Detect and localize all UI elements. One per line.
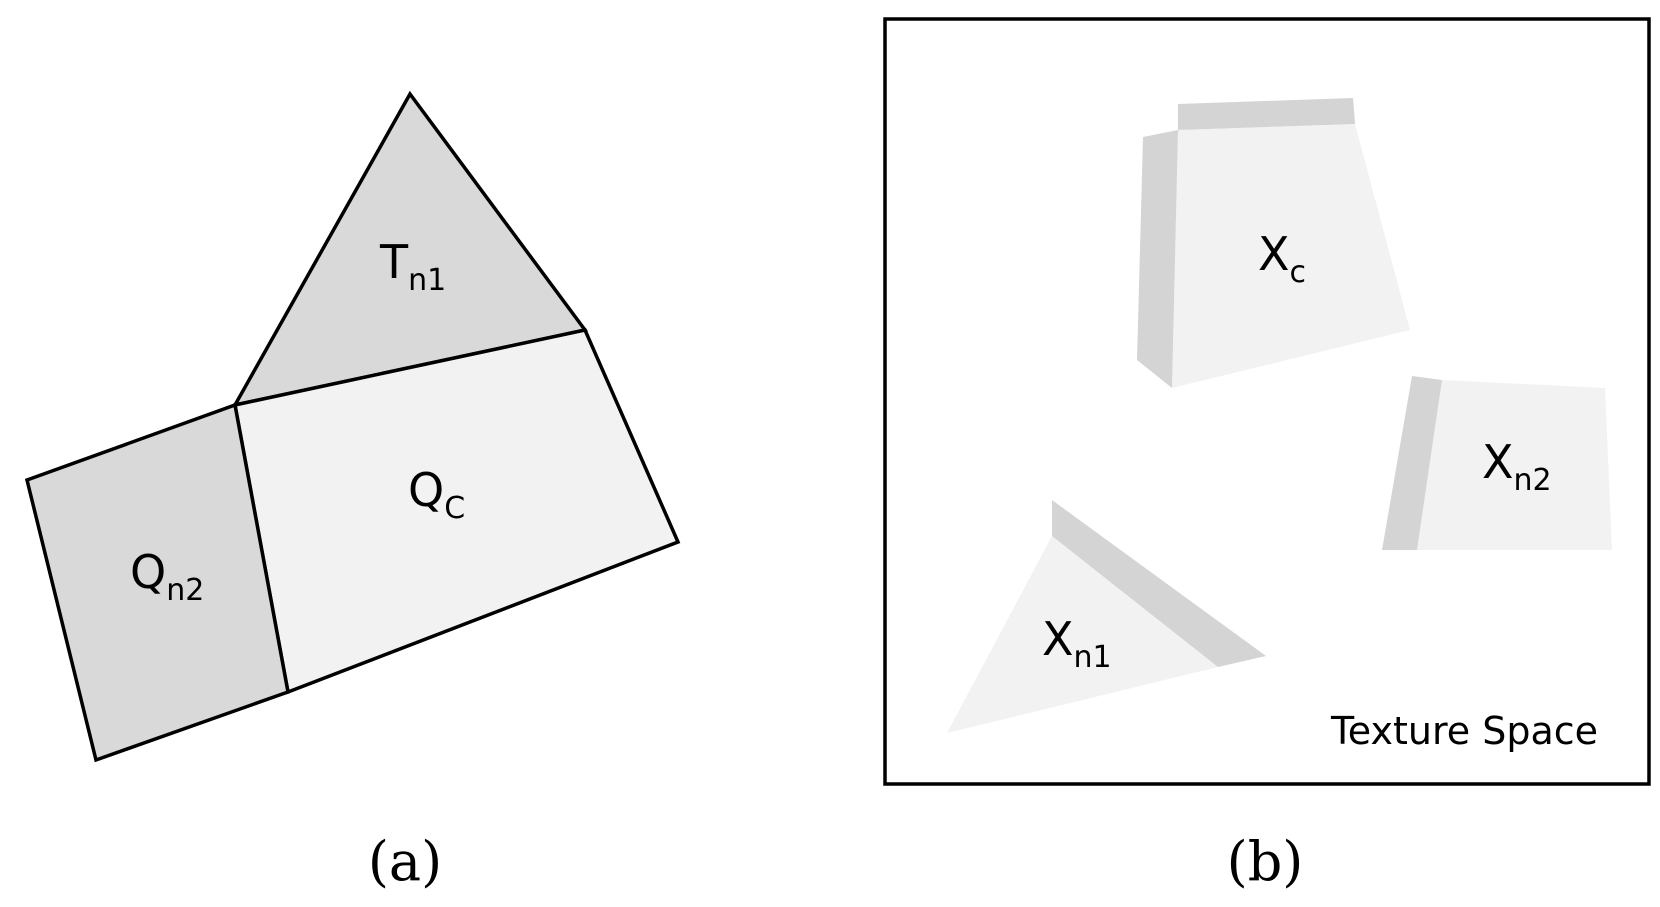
quad-qn2: [24, 402, 290, 763]
label-tn1-main: T: [379, 235, 409, 289]
patch-xn1: [947, 536, 1218, 733]
panel-a: Tn1 QC Qn2 (a): [24, 90, 681, 893]
patch-xc-top-border: [1178, 98, 1355, 130]
patch-xn2: [1417, 380, 1612, 550]
label-tn1-sub: n1: [408, 263, 446, 298]
patch-xc: [1172, 124, 1410, 388]
label-xc-sub: c: [1290, 255, 1307, 290]
patch-xn1-border: [1052, 500, 1266, 667]
caption-b: (b): [1227, 830, 1304, 893]
label-xn1: Xn1: [1042, 612, 1112, 675]
label-qn2: Qn2: [130, 545, 204, 608]
label-qc: QC: [408, 463, 465, 526]
label-tn1: Tn1: [379, 235, 446, 298]
label-xn1-main: X: [1042, 612, 1074, 666]
patch-xn2-left-border: [1382, 376, 1442, 550]
caption-a: (a): [368, 830, 442, 893]
label-qc-sub: C: [444, 491, 465, 526]
label-xn2: Xn2: [1482, 435, 1552, 498]
label-qc-main: Q: [408, 463, 444, 517]
label-xc-main: X: [1258, 227, 1290, 281]
label-xn2-main: X: [1482, 435, 1514, 489]
label-xn1-sub: n1: [1074, 640, 1112, 675]
label-xn2-sub: n2: [1514, 463, 1552, 498]
patch-xc-left-border: [1137, 130, 1178, 388]
label-xc: Xc: [1258, 227, 1306, 290]
panel-b: Xc Xn2 Xn1 Texture Space (b): [883, 17, 1651, 893]
texture-space-label: Texture Space: [1330, 709, 1598, 753]
label-qn2-main: Q: [130, 545, 166, 599]
label-qn2-sub: n2: [166, 573, 204, 608]
